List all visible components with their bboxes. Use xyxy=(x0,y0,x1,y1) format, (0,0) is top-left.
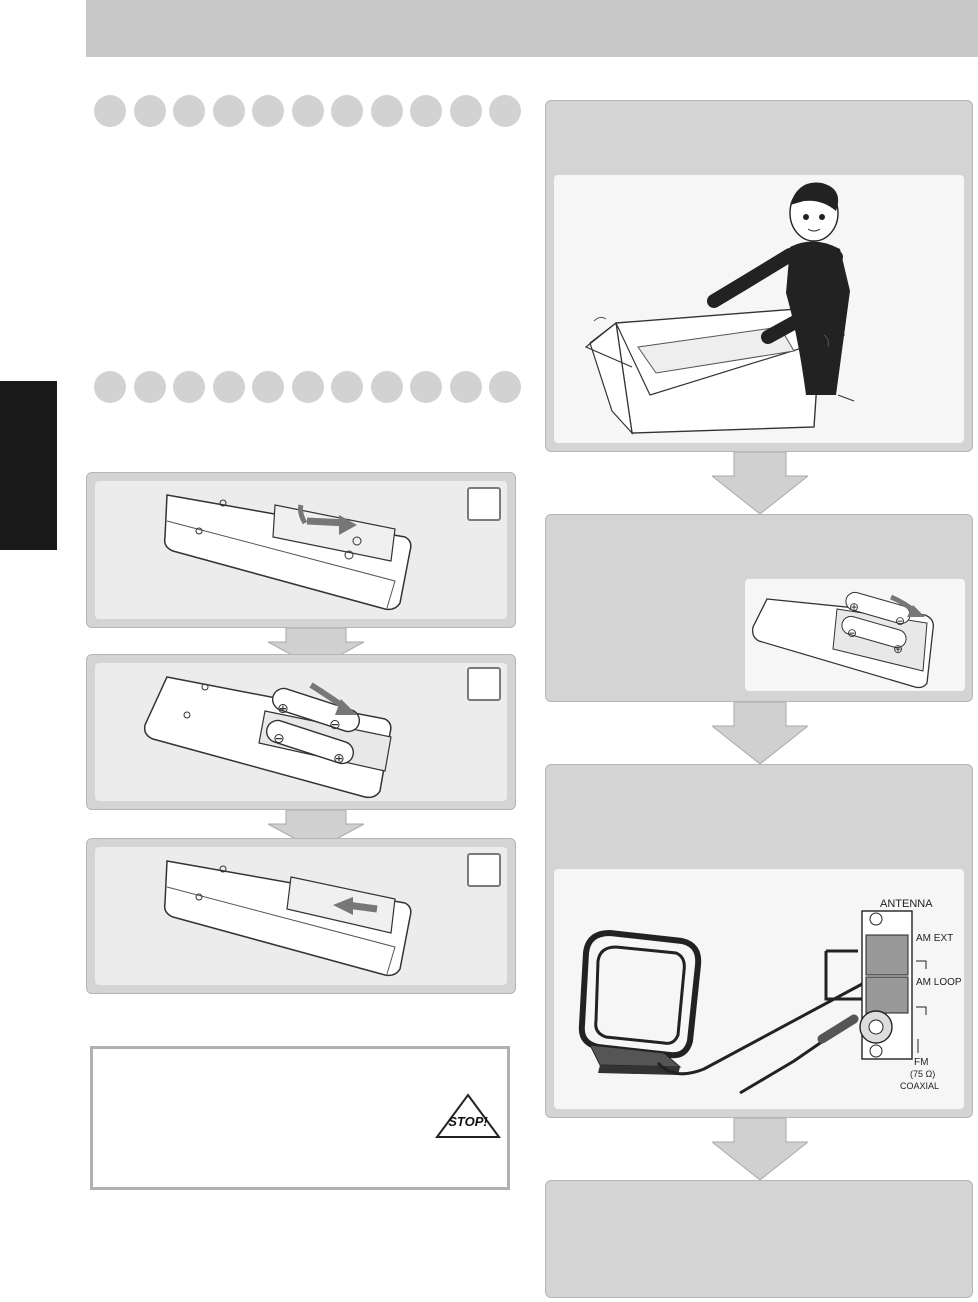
coaxial-label: COAXIAL xyxy=(900,1081,939,1091)
svg-text:⊖: ⊖ xyxy=(895,614,905,628)
dot xyxy=(212,371,245,403)
svg-text:⊕: ⊕ xyxy=(849,600,859,614)
dot xyxy=(410,371,442,403)
am-loop-label: AM LOOP xyxy=(916,977,962,988)
am-ext-label: AM EXT xyxy=(916,933,953,944)
antenna-label: ANTENNA xyxy=(880,898,933,910)
down-arrow-icon xyxy=(712,702,808,764)
antenna-illustration: ANTENNA AM EXT AM LOOP FM (75 Ω) COAXIAL xyxy=(554,869,964,1109)
battery-step-3-illustration xyxy=(95,847,507,985)
dot xyxy=(370,95,403,127)
step-number-box-1 xyxy=(467,487,501,521)
svg-text:⊕: ⊕ xyxy=(333,751,345,767)
dot xyxy=(489,371,521,403)
antenna-connection-figure: ANTENNA AM EXT AM LOOP FM (75 Ω) COAXIAL xyxy=(578,898,962,1095)
dot xyxy=(331,95,363,127)
dot xyxy=(449,95,482,127)
dot-row-middle xyxy=(94,371,521,403)
step-number-box-3 xyxy=(467,853,501,887)
remote-open-cover-figure xyxy=(163,494,412,611)
antenna-step-panel: ANTENNA AM EXT AM LOOP FM (75 Ω) COAXIAL xyxy=(545,764,973,1118)
svg-text:⊕: ⊕ xyxy=(277,701,289,717)
fm-label: FM xyxy=(914,1057,928,1068)
dot xyxy=(133,95,166,127)
dot xyxy=(94,371,126,403)
unpack-step-panel xyxy=(545,100,973,452)
dot xyxy=(370,371,403,403)
svg-text:⊖: ⊖ xyxy=(273,731,285,747)
dot xyxy=(173,371,205,403)
dot xyxy=(291,371,324,403)
svg-text:⊖: ⊖ xyxy=(847,626,857,640)
dot-row-top xyxy=(94,95,521,127)
remote-close-cover-figure xyxy=(163,860,412,977)
unpack-illustration xyxy=(554,175,964,443)
person-opening-box-figure xyxy=(584,182,855,435)
dot xyxy=(252,371,284,403)
dot xyxy=(489,95,521,127)
battery-step-1-panel xyxy=(86,472,516,628)
remote-insert-batteries-figure: ⊕ ⊖ ⊖ ⊕ xyxy=(143,676,392,799)
dot xyxy=(94,95,126,127)
side-tab xyxy=(0,381,57,550)
svg-text:⊖: ⊖ xyxy=(329,717,341,733)
dot xyxy=(173,95,205,127)
step-number-box-2 xyxy=(467,667,501,701)
down-arrow-icon xyxy=(268,810,364,850)
batteries-step-panel: ⊕ ⊖ ⊖ ⊕ xyxy=(545,514,973,702)
dot xyxy=(410,95,442,127)
dot xyxy=(133,371,166,403)
battery-step-2-panel: ⊕ ⊖ ⊖ ⊕ xyxy=(86,654,516,810)
caution-note-box: STOP! xyxy=(90,1046,510,1190)
final-step-panel xyxy=(545,1180,973,1298)
dot xyxy=(252,95,284,127)
stop-icon-text: STOP! xyxy=(448,1114,488,1129)
dot xyxy=(449,371,482,403)
battery-step-3-panel xyxy=(86,838,516,994)
fm-ohm-label: (75 Ω) xyxy=(910,1069,935,1079)
batteries-illustration: ⊕ ⊖ ⊖ ⊕ xyxy=(745,579,965,691)
header-bar xyxy=(86,0,978,57)
down-arrow-icon xyxy=(712,452,808,514)
svg-text:⊕: ⊕ xyxy=(893,642,903,656)
down-arrow-icon xyxy=(712,1118,808,1180)
battery-step-1-illustration xyxy=(95,481,507,619)
dot xyxy=(291,95,324,127)
stop-warning-icon: STOP! xyxy=(435,1093,501,1138)
dot xyxy=(212,95,245,127)
battery-step-2-illustration: ⊕ ⊖ ⊖ ⊕ xyxy=(95,663,507,801)
remote-batteries-small-figure: ⊕ ⊖ ⊖ ⊕ xyxy=(751,591,934,689)
dot xyxy=(331,371,363,403)
